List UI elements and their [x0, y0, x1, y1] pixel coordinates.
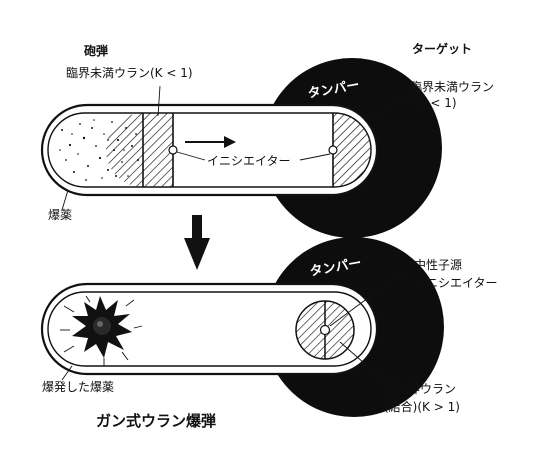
leader-initiator-left	[176, 151, 206, 161]
leader-explosive	[61, 189, 69, 211]
gun-uranium-label: 臨界未満ウラン(K < 1)	[66, 66, 193, 80]
target-uranium-label-line1: 臨界未満ウラン	[410, 80, 495, 94]
leader-source	[329, 269, 407, 327]
motion-arrow	[185, 136, 236, 148]
supercritical-label-line1: 超臨界ウラン	[384, 382, 457, 396]
target-uranium-top	[328, 113, 371, 187]
explosive-label: 爆薬	[48, 208, 73, 222]
leader-supercritical	[339, 341, 389, 385]
leader-exploded	[61, 365, 73, 381]
gun-barrel-inner-bottom	[47, 291, 372, 367]
source-label-line1: 中性子源	[414, 258, 463, 272]
leader-target-uranium	[367, 97, 406, 121]
leader-initiator-right	[299, 153, 331, 161]
diagram-caption: ガン式ウラン爆弾	[96, 412, 217, 430]
bottom-stage: タンパー	[40, 237, 444, 417]
target-title-label: ターゲット	[412, 42, 473, 56]
exploded-label: 爆発した爆薬	[42, 380, 115, 394]
leader-gun-uranium	[157, 85, 161, 117]
supercritical-uranium	[295, 300, 355, 360]
source-label-line2: イニシエイター	[414, 276, 498, 290]
projectile-uranium	[106, 113, 178, 187]
explosion-burst	[60, 295, 143, 366]
supercritical-label-line2: (結合)(K > 1)	[384, 400, 460, 414]
gun-barrel-inner-top	[47, 112, 372, 188]
initiator-label: イニシエイター	[205, 154, 293, 168]
target-uranium-label-line2: (K < 1)	[414, 96, 457, 110]
transition-arrow	[184, 215, 210, 270]
top-stage: タンパー	[40, 58, 442, 238]
gun-title-label: 砲弾	[84, 44, 109, 58]
